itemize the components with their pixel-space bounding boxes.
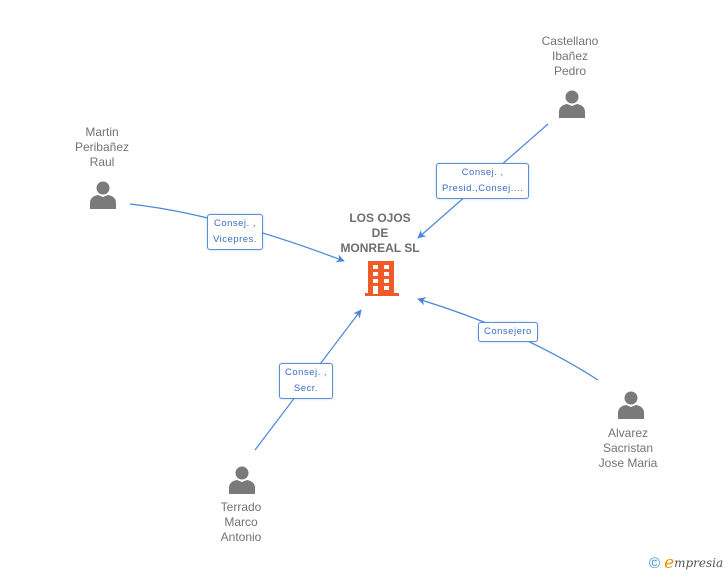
person-icon[interactable] (227, 465, 257, 495)
name-line: Jose Maria (598, 456, 658, 470)
relation-label-castellano[interactable]: Consej. , Presid.,Consej.... (436, 163, 530, 199)
copyright-icon: © (649, 554, 661, 572)
brand-logo-text: mpresia (674, 556, 724, 570)
name-line: Ibañez (551, 49, 589, 63)
person-name-castellano[interactable]: Castellano Ibañez Pedro (510, 34, 630, 79)
relation-line: Consej. , (461, 167, 504, 178)
name-line: Marco (224, 515, 258, 529)
company-name-line: LOS OJOS (349, 211, 411, 225)
person-icon[interactable] (616, 390, 646, 420)
person-icon[interactable] (557, 89, 587, 119)
building-icon[interactable] (365, 261, 399, 297)
relation-line: Consej. , (213, 218, 256, 229)
relation-label-alvarez[interactable]: Consejero (478, 322, 538, 342)
name-line: Martin (85, 125, 119, 139)
name-line: Pedro (553, 64, 587, 78)
name-line: Castellano (541, 34, 599, 48)
name-line: Antonio (220, 530, 262, 544)
name-line: Terrado (220, 500, 262, 514)
person-name-alvarez[interactable]: Alvarez Sacristan Jose Maria (568, 426, 688, 471)
company-name[interactable]: LOS OJOS DE MONREAL SL (320, 211, 440, 256)
relation-line: Consej. , (285, 367, 327, 378)
person-name-terrado[interactable]: Terrado Marco Antonio (181, 500, 301, 545)
relation-label-martin[interactable]: Consej. , Vicepres. (207, 214, 263, 250)
name-line: Sacristan (602, 441, 654, 455)
company-name-line: DE (371, 226, 389, 240)
person-name-martin[interactable]: Martin Peribañez Raul (42, 125, 162, 170)
empresia-watermark: © e mpresia (649, 553, 723, 573)
name-line: Raul (89, 155, 115, 169)
relation-line: Presid.,Consej.... (442, 183, 524, 194)
relation-line: Secr. (293, 383, 319, 394)
company-name-line: MONREAL SL (340, 241, 420, 255)
name-line: Peribañez (74, 140, 130, 154)
relation-line: Vicepres. (213, 234, 257, 245)
name-line: Alvarez (607, 426, 648, 440)
brand-logo-initial: e (664, 553, 675, 573)
relation-line: Consejero (484, 326, 532, 337)
relation-label-terrado[interactable]: Consej. , Secr. (279, 363, 333, 399)
person-icon[interactable] (88, 180, 118, 210)
